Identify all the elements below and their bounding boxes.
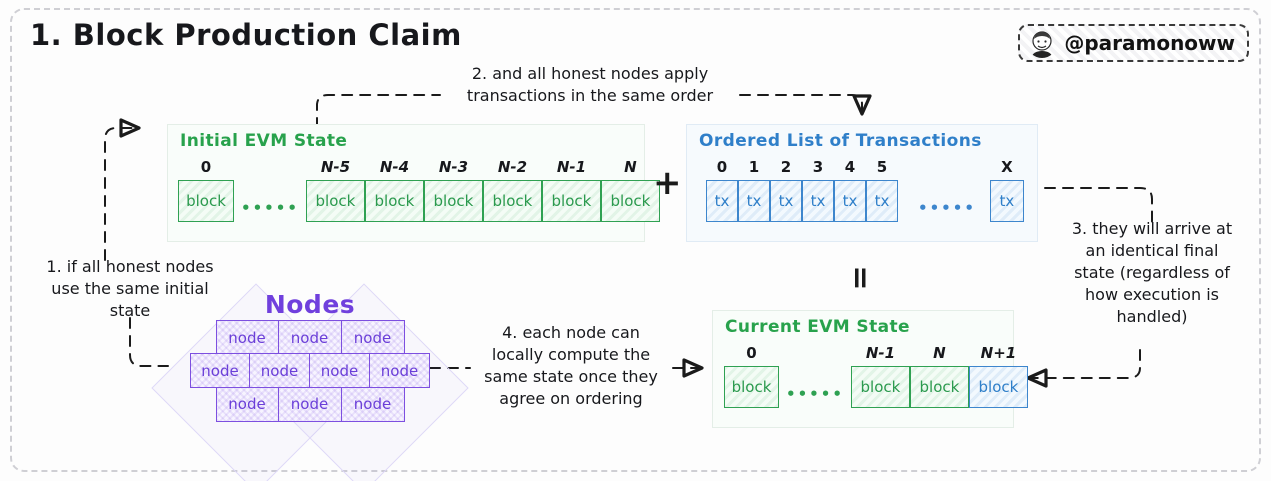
block-box: block [724, 366, 779, 408]
page-title: 1. Block Production Claim [30, 18, 462, 52]
block-cell-n2: N-2 block [482, 158, 542, 222]
block-box: block [968, 366, 1028, 408]
tx-box: tx [706, 180, 738, 222]
block-cell-n-plus-1: N+1 block [968, 344, 1028, 408]
node-grid: node node node node node node node node … [190, 320, 430, 422]
node-box: node [341, 386, 405, 422]
block-box: block [600, 180, 660, 222]
block-cell-n1: N-1 block [541, 158, 601, 222]
tx-box: tx [738, 180, 770, 222]
node-box: node [190, 353, 251, 389]
block-cell-n3: N-3 block [423, 158, 483, 222]
block-label: N-1 [556, 158, 587, 176]
node-box: node [278, 386, 342, 422]
block-box: block [364, 180, 424, 222]
tx-cell-1: 1 tx [738, 158, 770, 222]
tx-box: tx [802, 180, 834, 222]
node-box: node [310, 353, 370, 389]
node-box: node [215, 320, 279, 355]
block-cell-n4: N-4 block [364, 158, 424, 222]
tx-label: 4 [844, 158, 856, 176]
tx-cell-0: 0 tx [706, 158, 738, 222]
block-cell-n: N block [909, 344, 969, 408]
tx-cell-x: X tx [989, 158, 1024, 222]
tx-box: tx [989, 180, 1024, 222]
block-label: 0 [746, 344, 757, 362]
tx-cell-3: 3 tx [802, 158, 834, 222]
tx-cell-2: 2 tx [770, 158, 802, 222]
ellipsis-transactions: ••••• [918, 199, 976, 217]
tx-label: 5 [876, 158, 888, 176]
block-label: N-2 [497, 158, 528, 176]
nodes-title: Nodes [264, 290, 356, 319]
node-box: node [215, 386, 279, 422]
block-box: block [305, 180, 365, 222]
panel-transactions-title: Ordered List of Transactions [699, 131, 982, 151]
equals-operator: = [842, 265, 878, 289]
block-label: N-5 [320, 158, 351, 176]
watermark-handle: @paramonoww [1064, 31, 1235, 55]
block-box: block [482, 180, 542, 222]
avatar-portrait-icon [1027, 28, 1057, 58]
ellipsis-initial: ••••• [241, 199, 299, 217]
watermark-badge: @paramonoww [1018, 24, 1249, 62]
node-row: node node node [190, 386, 430, 422]
tx-label: 3 [812, 158, 824, 176]
panel-current-title: Current EVM State [725, 317, 910, 337]
node-row: node node node node [190, 353, 430, 389]
block-cell-0: 0 block [178, 158, 234, 222]
nodes-cluster: Nodes node node node node node node node… [151, 283, 469, 481]
ellipsis-current: ••••• [786, 385, 844, 403]
annotation-step-2: 2. and all honest nodes apply transactio… [466, 64, 714, 105]
plus-operator: + [653, 163, 682, 203]
block-cell-n5: N-5 block [305, 158, 365, 222]
block-label: N+1 [980, 344, 1017, 362]
block-box: block [178, 180, 234, 222]
tx-label: X [1001, 158, 1013, 176]
block-label: 0 [200, 158, 212, 176]
tx-label: 2 [780, 158, 792, 176]
tx-cell-5: 5 tx [866, 158, 898, 222]
block-box: block [909, 366, 969, 408]
block-label: N-1 [865, 344, 896, 362]
block-cell-n: N block [600, 158, 660, 222]
annotation-step-3: 3. they will arrive at an identical fina… [1071, 219, 1233, 326]
block-box: block [850, 366, 910, 408]
node-box: node [250, 353, 311, 389]
tx-box: tx [866, 180, 898, 222]
transaction-cells: 0 tx 1 tx 2 tx 3 tx 4 tx 5 tx ••••• X tx [706, 158, 1024, 222]
node-box: node [341, 320, 405, 355]
node-row: node node node [190, 320, 430, 355]
tx-cell-4: 4 tx [834, 158, 866, 222]
annotation-step-4: 4. each node can locally compute the sam… [484, 323, 658, 408]
block-label: N [624, 158, 637, 176]
block-cell-0: 0 block [724, 344, 779, 408]
panel-initial-title: Initial EVM State [180, 131, 348, 151]
block-label: N-3 [438, 158, 469, 176]
block-label: N-4 [379, 158, 410, 176]
tx-label: 0 [716, 158, 728, 176]
tx-label: 1 [748, 158, 760, 176]
block-box: block [423, 180, 483, 222]
block-box: block [541, 180, 601, 222]
tx-box: tx [834, 180, 866, 222]
node-box: node [370, 353, 430, 389]
block-cell-n-minus-1: N-1 block [850, 344, 910, 408]
tx-box: tx [770, 180, 802, 222]
block-label: N [933, 344, 946, 362]
current-state-cells: 0 block ••••• N-1 block N block N+1 bloc… [724, 344, 1028, 408]
annotation-step-1: 1. if all honest nodes use the same init… [46, 257, 214, 320]
initial-state-cells: 0 block ••••• N-5 block N-4 block N-3 bl… [178, 158, 660, 222]
node-box: node [278, 320, 342, 355]
